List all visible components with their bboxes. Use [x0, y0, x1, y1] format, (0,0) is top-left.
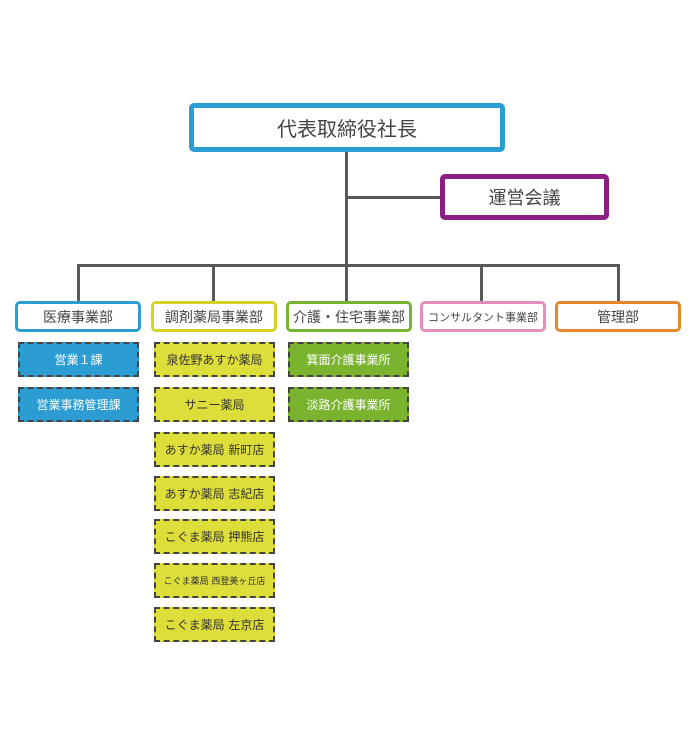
- unit-pharmacy-shiki: あすか薬局 志紀店: [154, 476, 275, 511]
- unit-pharmacy-shinmachi: あすか薬局 新町店: [154, 432, 275, 467]
- unit-pharmacy-oshikuma: こぐま薬局 押熊店: [154, 519, 275, 554]
- drop-line-care: [345, 264, 348, 302]
- drop-line-consult: [480, 264, 483, 302]
- horizontal-bus-line: [78, 264, 619, 267]
- unit-pharmacy-sakyo: こぐま薬局 左京店: [154, 607, 275, 642]
- unit-pharmacy-sunny: サニー薬局: [154, 387, 275, 422]
- president-node: 代表取締役社長: [189, 103, 505, 152]
- dept-pharmacy: 調剤薬局事業部: [151, 301, 277, 332]
- drop-line-pharmacy: [212, 264, 215, 302]
- unit-care-awaji: 淡路介護事業所: [288, 387, 409, 422]
- unit-care-minoh: 箕面介護事業所: [288, 342, 409, 377]
- drop-line-admin: [617, 264, 620, 302]
- dept-care-housing: 介護・住宅事業部: [286, 301, 412, 332]
- unit-pharmacy-nishitomigaoka: こぐま薬局 西登美ヶ丘店: [154, 563, 275, 598]
- unit-pharmacy-izumisano: 泉佐野あすか薬局: [154, 342, 275, 377]
- management-meeting-node: 運営会議: [440, 174, 609, 220]
- drop-line-medical: [77, 264, 80, 302]
- meeting-connector-line: [345, 196, 442, 199]
- unit-sales-admin: 営業事務管理課: [18, 387, 139, 422]
- trunk-line: [345, 150, 348, 267]
- unit-sales-1: 営業１課: [18, 342, 139, 377]
- dept-administration: 管理部: [555, 301, 681, 332]
- dept-medical: 医療事業部: [15, 301, 141, 332]
- dept-consulting: コンサルタント事業部: [420, 301, 546, 332]
